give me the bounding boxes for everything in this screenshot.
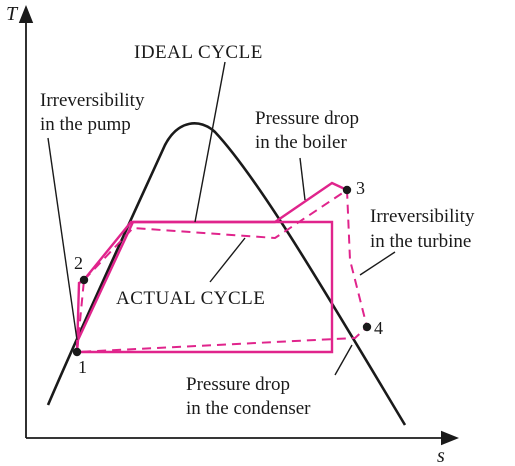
state-point-2 <box>79 275 89 285</box>
ideal-cycle-leader <box>194 61 226 223</box>
boiler-label-line2: in the boiler <box>255 132 347 153</box>
condenser-leader <box>334 344 353 376</box>
state-point-3 <box>342 185 352 195</box>
pump-label-line1: Irreversibility <box>40 90 145 111</box>
state-label-4: 4 <box>374 318 383 338</box>
actual-cycle-leader <box>209 237 246 283</box>
pump-label-line2: in the pump <box>40 114 131 135</box>
state-point-1 <box>72 347 82 357</box>
ideal-cycle-label: IDEAL CYCLE <box>134 42 263 63</box>
boiler-leader <box>299 157 306 201</box>
state-label-2: 2 <box>74 253 83 273</box>
state-point-4 <box>362 322 372 332</box>
condenser-label-line2: in the condenser <box>186 398 311 419</box>
turbine-leader <box>359 251 396 276</box>
actual-cycle-dashed <box>75 188 369 354</box>
turbine-label-line2: in the turbine <box>370 231 471 252</box>
turbine-label-line1: Irreversibility <box>370 206 475 227</box>
saturation-dome <box>46 122 407 426</box>
condenser-label-line1: Pressure drop <box>186 374 290 395</box>
pump-leader <box>47 137 78 341</box>
actual-cycle-label: ACTUAL CYCLE <box>116 288 265 309</box>
x-axis-label: s <box>437 445 445 466</box>
state-label-3: 3 <box>356 178 365 198</box>
state-label-1: 1 <box>78 357 87 377</box>
y-axis-label: T <box>6 3 19 25</box>
actual-cycle-solid <box>75 181 348 353</box>
boiler-label-line1: Pressure drop <box>255 108 359 129</box>
